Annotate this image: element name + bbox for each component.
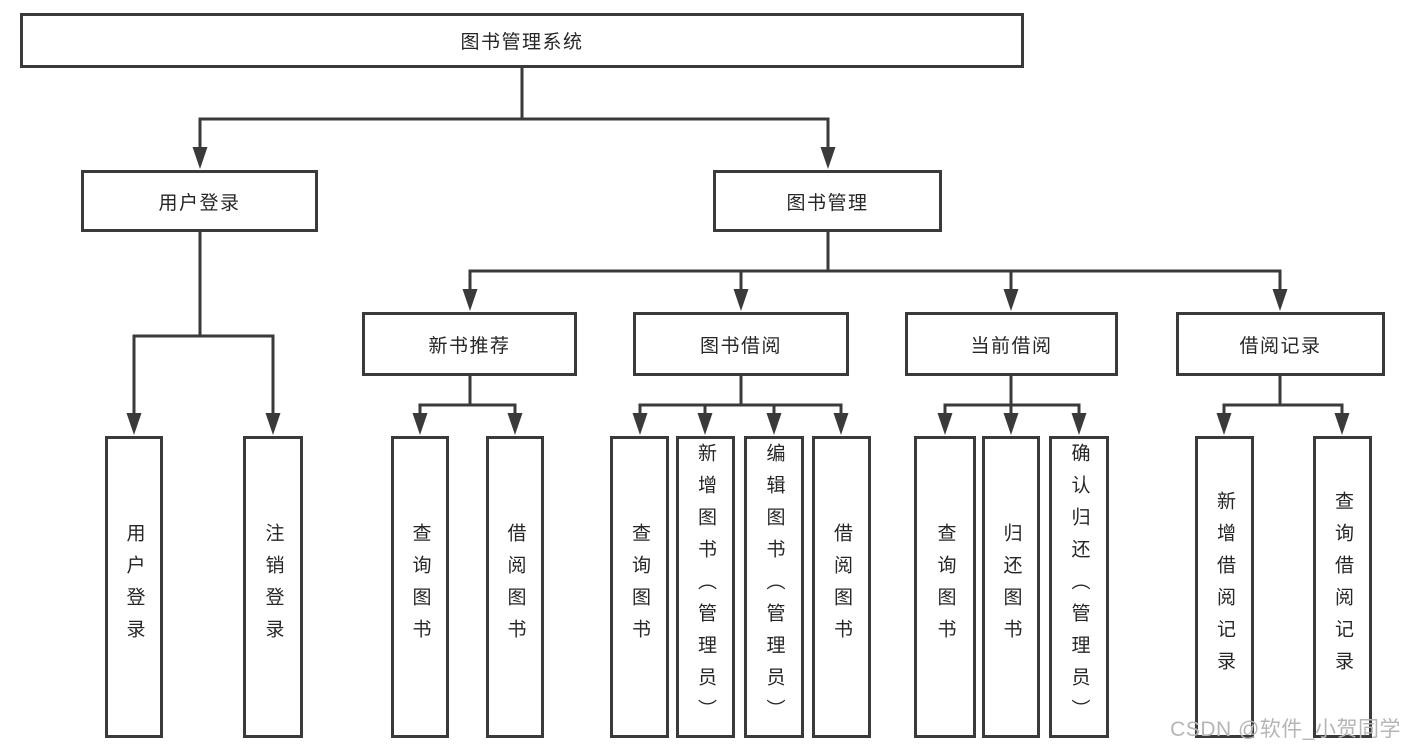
connector-new-book-to-leaves [412, 376, 523, 435]
node-borrow-records: 借阅记录 [1176, 312, 1385, 376]
watermark: CSDN @软件_小贺同学 [1170, 718, 1401, 741]
leaf-edit-book-admin: 编辑图书（管理员） [744, 436, 804, 738]
node-current-borrow-label: 当前借阅 [970, 335, 1053, 357]
leaf-query-borrow-record: 查询借阅记录 [1313, 436, 1372, 738]
leaf-add-borrow-record: 新增借阅记录 [1195, 436, 1254, 738]
connector-book-management-to-level3 [462, 232, 1288, 311]
node-root-label: 图书管理系统 [460, 32, 584, 53]
node-book-borrow: 图书借阅 [633, 312, 849, 376]
connector-borrow-records-to-leaves [1216, 376, 1350, 435]
node-root: 图书管理系统 [20, 13, 1024, 68]
connector-current-borrow-to-leaves [937, 376, 1087, 435]
node-new-book-recommend-label: 新书推荐 [428, 335, 511, 357]
leaf-query-books-current: 查询图书 [914, 436, 976, 738]
leaf-add-borrow-record-label: 新增借阅记录 [1214, 491, 1235, 683]
node-borrow-records-label: 借阅记录 [1239, 335, 1322, 357]
leaf-add-book-admin-label: 新增图书（管理员） [695, 443, 716, 731]
leaf-edit-book-admin-label: 编辑图书（管理员） [763, 443, 785, 731]
leaf-query-books-current-label: 查询图书 [934, 523, 956, 651]
node-book-borrow-label: 图书借阅 [699, 335, 782, 357]
leaf-borrow-books-recommend-label: 借阅图书 [504, 523, 526, 651]
leaf-return-book-label: 归还图书 [1000, 523, 1022, 651]
leaf-return-book: 归还图书 [982, 436, 1040, 738]
leaf-query-books-recommend-label: 查询图书 [409, 523, 431, 651]
leaf-confirm-return-admin-label: 确认归还（管理员） [1068, 443, 1090, 731]
node-user-login-label: 用户登录 [158, 192, 241, 214]
node-book-management-label: 图书管理 [786, 192, 869, 214]
node-current-borrow: 当前借阅 [905, 312, 1118, 376]
leaf-user-login-label: 用户登录 [123, 523, 145, 651]
leaf-borrow-books: 借阅图书 [812, 436, 871, 738]
leaf-query-books-borrow: 查询图书 [610, 436, 669, 738]
leaf-borrow-books-recommend: 借阅图书 [486, 436, 544, 738]
leaf-query-books-recommend: 查询图书 [391, 436, 449, 738]
leaf-confirm-return-admin: 确认归还（管理员） [1049, 436, 1109, 738]
leaf-add-book-admin: 新增图书（管理员） [676, 436, 735, 738]
node-new-book-recommend: 新书推荐 [362, 312, 577, 376]
leaf-user-login: 用户登录 [105, 436, 163, 738]
leaf-borrow-books-label: 借阅图书 [831, 523, 852, 651]
node-book-management: 图书管理 [713, 170, 942, 232]
connector-root-to-branches [192, 68, 836, 169]
connector-book-borrow-to-leaves [632, 376, 849, 435]
leaf-logout: 注销登录 [243, 436, 303, 738]
node-user-login: 用户登录 [81, 170, 318, 232]
leaf-logout-label: 注销登录 [262, 523, 284, 651]
leaf-query-books-borrow-label: 查询图书 [629, 523, 650, 651]
connector-user-login-to-leaves [126, 232, 281, 435]
leaf-query-borrow-record-label: 查询借阅记录 [1332, 491, 1353, 683]
